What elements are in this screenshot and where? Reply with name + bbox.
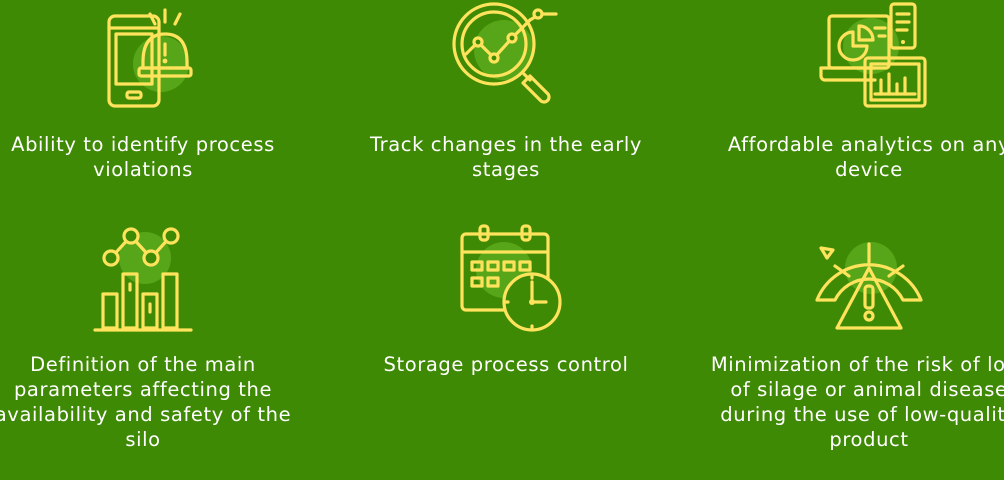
gauge-warning-icon <box>809 220 929 340</box>
feature-caption: Ability to identify process violations <box>11 133 275 181</box>
devices-analytics-icon <box>809 0 929 120</box>
magnifier-chart-icon <box>446 0 566 120</box>
feature-caption: Definition of the main parameters affect… <box>0 353 292 451</box>
feature-caption: Track changes in the early stages <box>369 133 643 181</box>
bar-line-chart-icon <box>83 220 203 340</box>
feature-caption: Affordable analytics on any device <box>727 133 1004 181</box>
calendar-clock-icon <box>446 220 566 340</box>
phone-alert-icon <box>83 2 203 122</box>
feature-caption: Storage process control <box>383 353 629 376</box>
feature-caption: Minimization of the risk of loss of sila… <box>710 353 1004 451</box>
